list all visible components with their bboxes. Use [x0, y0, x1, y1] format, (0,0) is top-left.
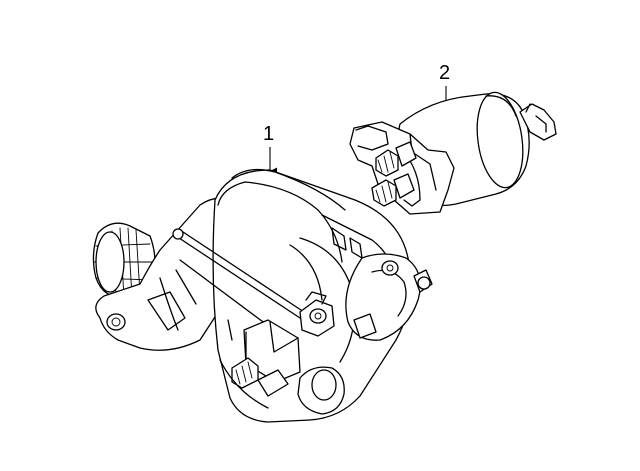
end-cover-nut-top: [381, 260, 399, 276]
pinion-gear: [92, 222, 156, 299]
callout-label-2: 2: [439, 62, 451, 84]
starter-motor-assembly: [92, 168, 433, 423]
lower-terminal: [231, 319, 301, 397]
solenoid-connector: [519, 103, 557, 141]
plunger-cap: [297, 366, 345, 415]
solenoid-terminal-stud-lower: [371, 173, 415, 207]
callout-label-1: 1: [263, 123, 275, 145]
solenoid-terminal-stud-upper: [375, 141, 417, 177]
solenoid-switch: [349, 91, 557, 215]
end-cover-nut-right: [413, 269, 433, 293]
terminal-nut: [299, 291, 335, 337]
